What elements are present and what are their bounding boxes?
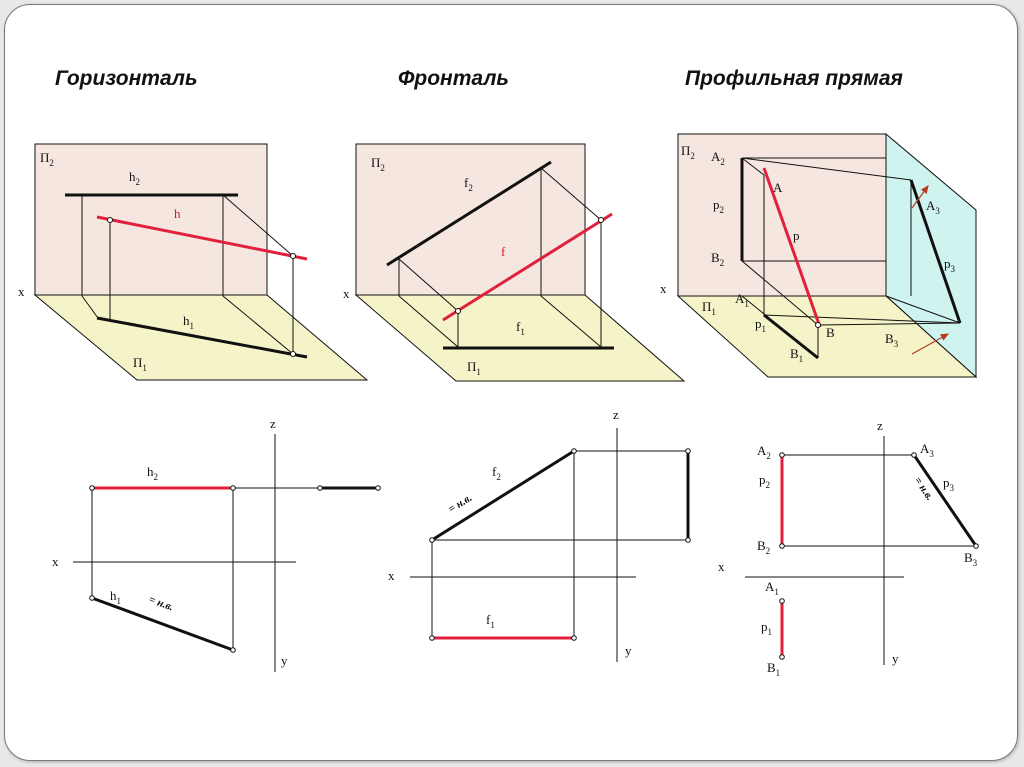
p2-label-e3: p2 (759, 472, 770, 490)
h2-label-1: h2 (129, 169, 140, 187)
b2-label-3: B2 (711, 250, 724, 268)
pi1-label-3: П1 (702, 299, 716, 317)
true-length-label-e1: = н.в. (147, 594, 175, 614)
p2-label-3: p2 (713, 197, 724, 215)
b-label-3: B (826, 325, 835, 340)
f-line-3d (442, 212, 613, 322)
true-length-label-e2: = н.в. (446, 492, 474, 516)
pi2-label-2: П2 (371, 155, 385, 173)
f2-line-epure (431, 449, 575, 542)
p1-line-3d (763, 313, 819, 360)
p-label-3: p (793, 228, 800, 243)
frontal-3d-diagram: П2 f2 f f1 П1 x (343, 143, 686, 382)
pi1-label-1: П1 (133, 355, 147, 373)
z-label-e2: z (613, 407, 619, 422)
p-line-3d (762, 167, 822, 328)
x-label-1: x (18, 284, 25, 299)
title-frontal: Фронталь (398, 67, 509, 90)
title-horizontal: Горизонталь (55, 67, 198, 90)
h-label-1: h (174, 206, 181, 221)
a1-label-e3: A1 (765, 579, 779, 597)
f1-label-e2: f1 (486, 612, 495, 630)
h1-line-epure (91, 596, 234, 652)
x-label-e3: x (718, 559, 725, 574)
a1-label-3: A1 (735, 291, 749, 309)
h-line-3d (96, 215, 308, 261)
b2-label-e3: B2 (757, 538, 770, 556)
plane-pi2-2 (355, 143, 586, 296)
plane-pi1-2 (354, 294, 686, 382)
z-label-e3: z (877, 418, 883, 433)
slide: Горизонталь Фронталь Профильная прямая (4, 4, 1018, 761)
title-profile-line: Профильная прямая (685, 67, 903, 90)
f1-label-2: f1 (516, 319, 525, 337)
b1-label-3: B1 (790, 346, 803, 364)
p3-label-3: p3 (944, 256, 956, 274)
p3-line-3d (909, 179, 962, 324)
a3-label-3: A3 (926, 198, 940, 216)
f2-label-2: f2 (464, 175, 473, 193)
z-label-e1: z (270, 416, 276, 431)
pi2-label-3: П2 (681, 143, 695, 161)
pi2-label-1: П2 (40, 150, 54, 168)
a3-label-e3: A3 (920, 441, 934, 459)
horizontal-3d-diagram: П2 h2 h h1 П1 x (18, 143, 369, 381)
f2-line-3d (386, 160, 552, 267)
plane-pi1-3 (676, 295, 978, 378)
p3-label-e3: p3 (943, 475, 955, 493)
frontal-epure: z y x f2 f1 = н.в. (388, 407, 691, 662)
profile-3d-diagram: П2 A2 A p2 p B2 A3 p3 A1 П1 p1 B B3 B1 x (660, 132, 978, 379)
y-label-e1: y (281, 653, 288, 668)
x-label-e2: x (388, 568, 395, 583)
horizontal-epure: z y x h2 h1 = н.в. (52, 416, 381, 672)
h1-label-e1: h1 (110, 588, 121, 606)
p1-label-3: p1 (755, 316, 766, 334)
x-label-3: x (660, 281, 667, 296)
x-label-e1: x (52, 554, 59, 569)
y-label-e3: y (892, 651, 899, 666)
profile-epure: z y x A2 p2 B2 A3 p3 B3 A1 p1 B1 = н.в. (718, 418, 979, 678)
x-label-2: x (343, 286, 350, 301)
a-label-3: A (773, 180, 783, 195)
a2-label-e3: A2 (757, 443, 771, 461)
pi1-label-2: П1 (467, 359, 481, 377)
p1-label-e3: p1 (761, 619, 772, 637)
a2-label-3: A2 (711, 149, 725, 167)
h2-label-e1: h2 (147, 464, 158, 482)
h1-line-3d (96, 316, 308, 359)
f2-label-e2: f2 (492, 464, 501, 482)
p3-line-epure (912, 454, 978, 547)
plane-pi2-1 (34, 143, 268, 296)
y-label-e2: y (625, 643, 632, 658)
b3-label-e3: B3 (964, 550, 978, 568)
f-label-2: f (501, 244, 506, 259)
b1-label-e3: B1 (767, 660, 780, 678)
b3-label-3: B3 (885, 331, 899, 349)
h1-label-1: h1 (183, 313, 194, 331)
